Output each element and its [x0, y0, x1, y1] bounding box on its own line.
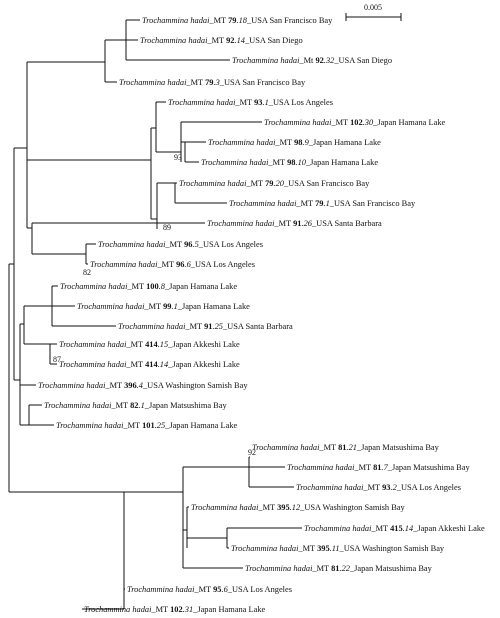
leaf-label: Trochammina hadai_MT 93.2_USA Los Angele… [296, 483, 461, 492]
leaf-label: Trochammina hadai_MT 95.6_USA Los Angele… [127, 585, 292, 594]
leaf-labels: Trochammina hadai_MT 79.18_USA San Franc… [38, 16, 485, 614]
leaf-label: Trochammina hadai_MT 91.25_USA Santa Bar… [118, 322, 293, 331]
leaf-label: Trochammina hadai_MT 98.9_Japan Hamana L… [208, 138, 381, 147]
leaf-label: Trochammina hadai_Mt 92.32_USA San Diego [232, 56, 392, 65]
leaf-label: Trochammina hadai_MT 81.7_Japan Matsushi… [287, 463, 470, 472]
leaf-label: Trochammina hadai_MT 415.14_Japan Akkesh… [304, 524, 485, 533]
leaf-label: Trochammina hadai_MT 81.22_Japan Matsush… [245, 564, 433, 573]
leaf-label: Trochammina hadai_MT 96.6_USA Los Angele… [90, 260, 255, 269]
leaf-label: Trochammina hadai_MT 99.1_Japan Hamana L… [77, 302, 250, 311]
scale-bar: 0.005 [345, 3, 402, 21]
leaf-label: Trochammina hadai_MT 93.1_USA Los Angele… [168, 98, 333, 107]
leaf-label: Trochammina hadai_MT 414.15_Japan Akkesh… [59, 340, 240, 349]
leaf-label: Trochammina hadai_MT 92.14_USA San Diego [140, 36, 303, 45]
tree-branches [8, 19, 302, 610]
leaf-label: Trochammina hadai_MT 395.12_USA Washingt… [191, 503, 406, 512]
leaf-label: Trochammina hadai_MT 81.21_Japan Matsush… [252, 443, 440, 452]
leaf-label: Trochammina hadai_MT 79.18_USA San Franc… [142, 16, 333, 25]
leaf-label: Trochammina hadai_MT 100.8_Japan Hamana … [60, 282, 237, 291]
leaf-label: Trochammina hadai_MT 82.1_Japan Matsushi… [44, 401, 227, 410]
bootstrap-92: 92 [248, 448, 256, 457]
leaf-label: Trochammina hadai_MT 414.14_Japan Akkesh… [59, 360, 240, 369]
leaf-label: Trochammina hadai_MT 101.25_Japan Hamana… [56, 421, 238, 430]
leaf-label: Trochammina hadai_MT 395.11_USA Washingt… [231, 544, 445, 553]
leaf-label: Trochammina hadai_MT 102.31_Japan Hamana… [84, 605, 266, 614]
leaf-label: Trochammina hadai_MT 79.3_USA San Franci… [119, 78, 306, 87]
bootstrap-89: 89 [163, 223, 171, 232]
leaf-label: Trochammina hadai_MT 396.4_USA Washingto… [38, 381, 248, 390]
bootstrap-87: 87 [53, 355, 61, 364]
leaf-label: Trochammina hadai_MT 79.1_USA San Franci… [229, 199, 416, 208]
leaf-label: Trochammina hadai_MT 102.30_Japan Hamana… [264, 118, 446, 127]
leaf-label: Trochammina hadai_MT 91.26_USA Santa Bar… [207, 219, 382, 228]
scale-bar-label: 0.005 [364, 3, 382, 12]
bootstrap-values: 93 89 82 87 92 [53, 153, 256, 457]
bootstrap-93: 93 [174, 153, 182, 162]
bootstrap-82: 82 [83, 268, 91, 277]
leaf-label: Trochammina hadai_MT 96.5_USA Los Angele… [98, 240, 263, 249]
leaf-label: Trochammina hadai_MT 79.20_USA San Franc… [179, 179, 370, 188]
leaf-label: Trochammina hadai_MT 98.10_Japan Hamana … [201, 158, 378, 167]
